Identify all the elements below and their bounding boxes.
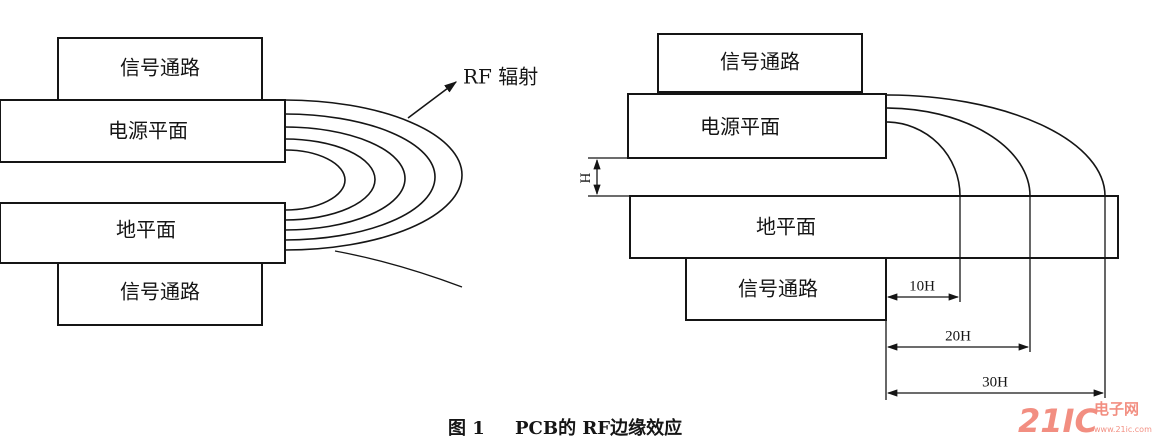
right-rf-field-lines	[885, 94, 1106, 197]
left-rf-field-lines	[284, 99, 463, 288]
left-power-plane: 电源平面	[0, 99, 286, 163]
watermark-logo: 21IC 电子网 www.21ic.com	[1018, 400, 1152, 440]
left-top-signal-layer: 信号通路	[57, 37, 263, 101]
left-field-line-5	[284, 149, 346, 211]
figure-caption: 图 1 PCB的 RF边缘效应	[448, 417, 682, 439]
left-top-signal-box	[57, 37, 263, 101]
left-ground-plane-label: 地平面	[116, 218, 176, 242]
right-field-line-10h	[885, 121, 961, 197]
left-field-line-2	[284, 113, 436, 241]
rf-radiation-label: RF 辐射	[463, 65, 538, 89]
right-bottom-signal-label: 信号通路	[738, 277, 818, 301]
dimension-30h: 30H	[886, 374, 1105, 397]
gap-dimension: H	[577, 157, 630, 197]
right-diagram: 信号通路 电源平面 地平面 信号通路 H	[577, 33, 1119, 400]
left-bottom-signal-box	[57, 262, 263, 326]
left-diagram: 信号通路 电源平面 地平面 信号通路 RF 辐射	[0, 37, 538, 326]
watermark-tag: 电子网	[1094, 400, 1139, 418]
dimension-label-20h: 20H	[945, 328, 971, 344]
figure-title: PCB的 RF边缘效应	[515, 417, 682, 439]
right-ground-plane: 地平面	[629, 195, 1119, 259]
right-power-plane-box	[627, 93, 887, 159]
left-power-plane-box	[0, 99, 286, 163]
right-power-plane-label: 电源平面	[700, 115, 780, 139]
left-ground-plane: 地平面	[0, 202, 286, 264]
extension-lines	[885, 196, 1106, 400]
left-bottom-signal-label: 信号通路	[120, 280, 200, 304]
dimension-label-10h: 10H	[909, 278, 935, 294]
right-bottom-signal-box	[685, 257, 887, 321]
right-field-line-20h	[885, 107, 1031, 197]
left-field-line-4	[284, 138, 376, 221]
right-bottom-signal-layer: 信号通路	[685, 257, 887, 321]
figure-number: 图 1	[448, 418, 485, 439]
left-field-tail	[334, 250, 463, 288]
rf-radiation-arrow	[407, 81, 458, 119]
right-top-signal-label: 信号通路	[720, 50, 800, 74]
gap-dimension-label: H	[577, 173, 593, 184]
watermark-brand: 21IC	[1018, 402, 1098, 440]
left-bottom-signal-layer: 信号通路	[57, 262, 263, 326]
left-ground-plane-box	[0, 202, 286, 264]
watermark-url: www.21ic.com	[1094, 425, 1152, 434]
left-field-line-3	[284, 126, 406, 231]
right-top-signal-layer: 信号通路	[657, 33, 863, 93]
dimension-label-30h: 30H	[982, 374, 1008, 390]
right-power-plane: 电源平面	[627, 93, 887, 159]
right-top-signal-box	[657, 33, 863, 93]
right-field-line-30h	[885, 94, 1106, 197]
right-ground-plane-label: 地平面	[756, 215, 816, 239]
right-ground-plane-box	[629, 195, 1119, 259]
left-field-line-1	[284, 99, 463, 251]
dimension-20h: 20H	[886, 328, 1030, 351]
left-power-plane-label: 电源平面	[108, 119, 188, 143]
dimension-10h: 10H	[886, 278, 960, 301]
left-top-signal-label: 信号通路	[120, 56, 200, 80]
